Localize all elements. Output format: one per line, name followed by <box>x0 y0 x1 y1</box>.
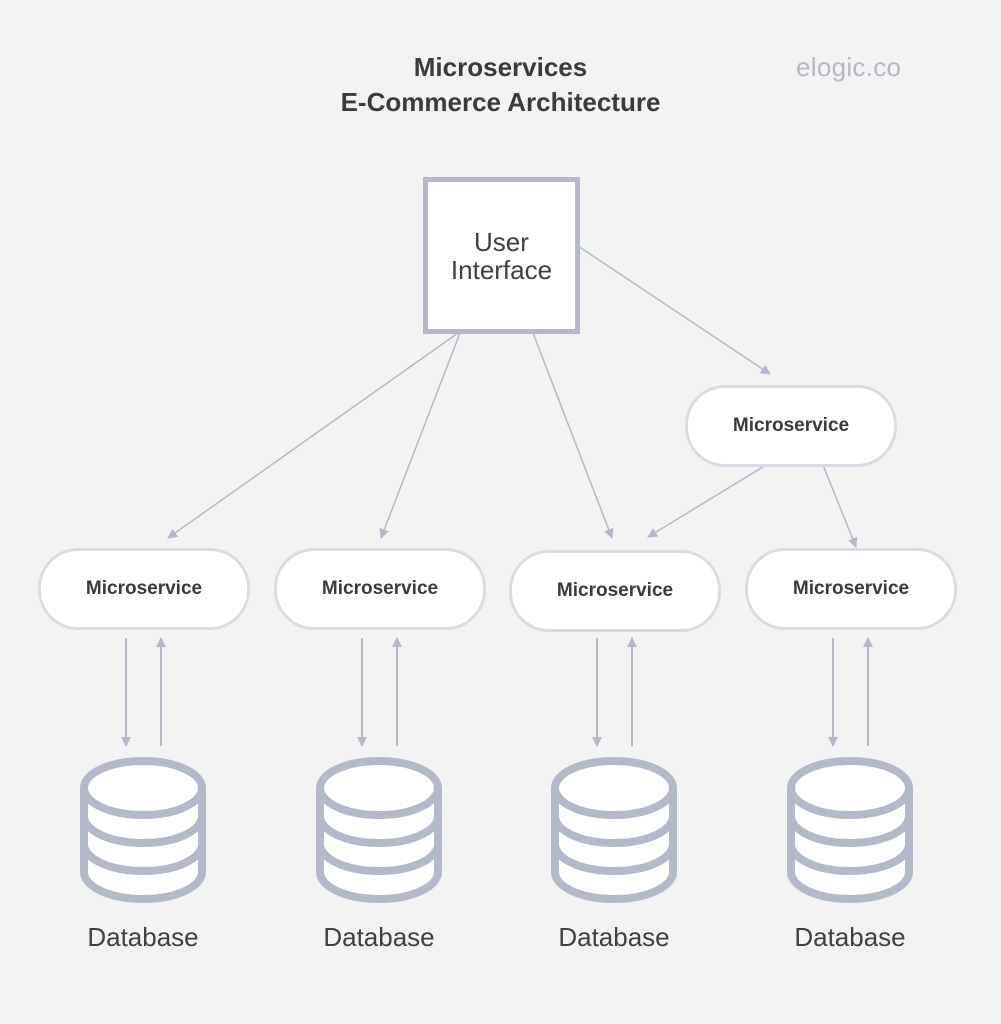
microservice-node-1: Microservice <box>38 548 250 630</box>
ms-top-arrows <box>647 464 858 548</box>
database-label-1: Database <box>87 922 199 952</box>
arrow-ui-to-ms-top <box>577 245 771 375</box>
database-icon <box>316 757 442 903</box>
arrow-ui-to-ms-3 <box>532 332 614 539</box>
microservice-node-4: Microservice <box>745 548 957 630</box>
database-icon <box>551 757 677 903</box>
database-label-4: Database <box>794 922 906 952</box>
database-label-2: Database <box>323 922 435 952</box>
arrow-ui-to-ms-2 <box>379 332 461 539</box>
user-interface-label-line-1: User <box>474 226 529 257</box>
brand-logo-text: elogic.co <box>796 52 902 82</box>
microservice-label: Microservice <box>732 415 850 436</box>
arrow-ms-top-to-ms-3 <box>647 464 767 538</box>
ui-arrows <box>167 245 771 539</box>
user-interface-node: User Interface <box>423 177 580 334</box>
user-interface-label-line-2: Interface <box>450 254 553 285</box>
microservice-label: Microservice <box>792 578 910 599</box>
microservice-node-3: Microservice <box>509 550 721 632</box>
microservice-label: Microservice <box>556 580 674 601</box>
database-icon <box>80 757 206 903</box>
db-arrows <box>121 637 873 747</box>
diagram-title-line-2: E-Commerce Architecture <box>340 87 661 117</box>
arrow-ui-to-ms-1 <box>167 332 459 539</box>
microservice-label: Microservice <box>85 578 203 599</box>
database-icon <box>787 757 913 903</box>
microservice-node-top: Microservice <box>685 385 897 467</box>
arrow-ms-top-to-ms-4 <box>822 464 858 548</box>
microservice-node-2: Microservice <box>274 548 486 630</box>
microservice-label: Microservice <box>321 578 439 599</box>
database-label-3: Database <box>558 922 670 952</box>
diagram-title-line-1: Microservices <box>413 52 588 82</box>
